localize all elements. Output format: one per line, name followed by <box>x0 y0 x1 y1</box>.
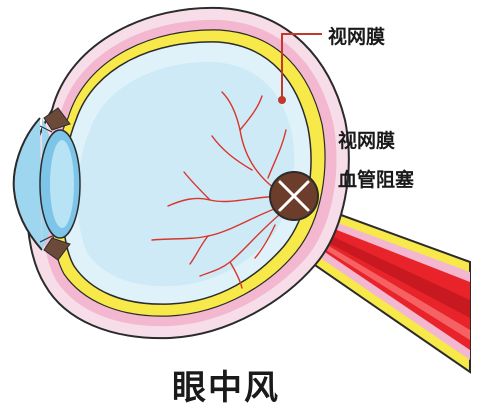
diagram-caption: 眼中风 <box>172 368 280 408</box>
x-circle-icon <box>269 171 319 221</box>
occlusion-label-line1: 视网膜 <box>338 130 396 152</box>
retina-leader-dot <box>278 96 286 104</box>
cornea-lens <box>12 107 81 261</box>
retinal-vessels <box>151 91 287 289</box>
occlusion-label-line2: 血管阻塞 <box>338 169 415 191</box>
retina-label: 视网膜 <box>328 26 386 48</box>
retina-leader-line <box>281 33 322 100</box>
optic-nerve <box>294 198 471 374</box>
